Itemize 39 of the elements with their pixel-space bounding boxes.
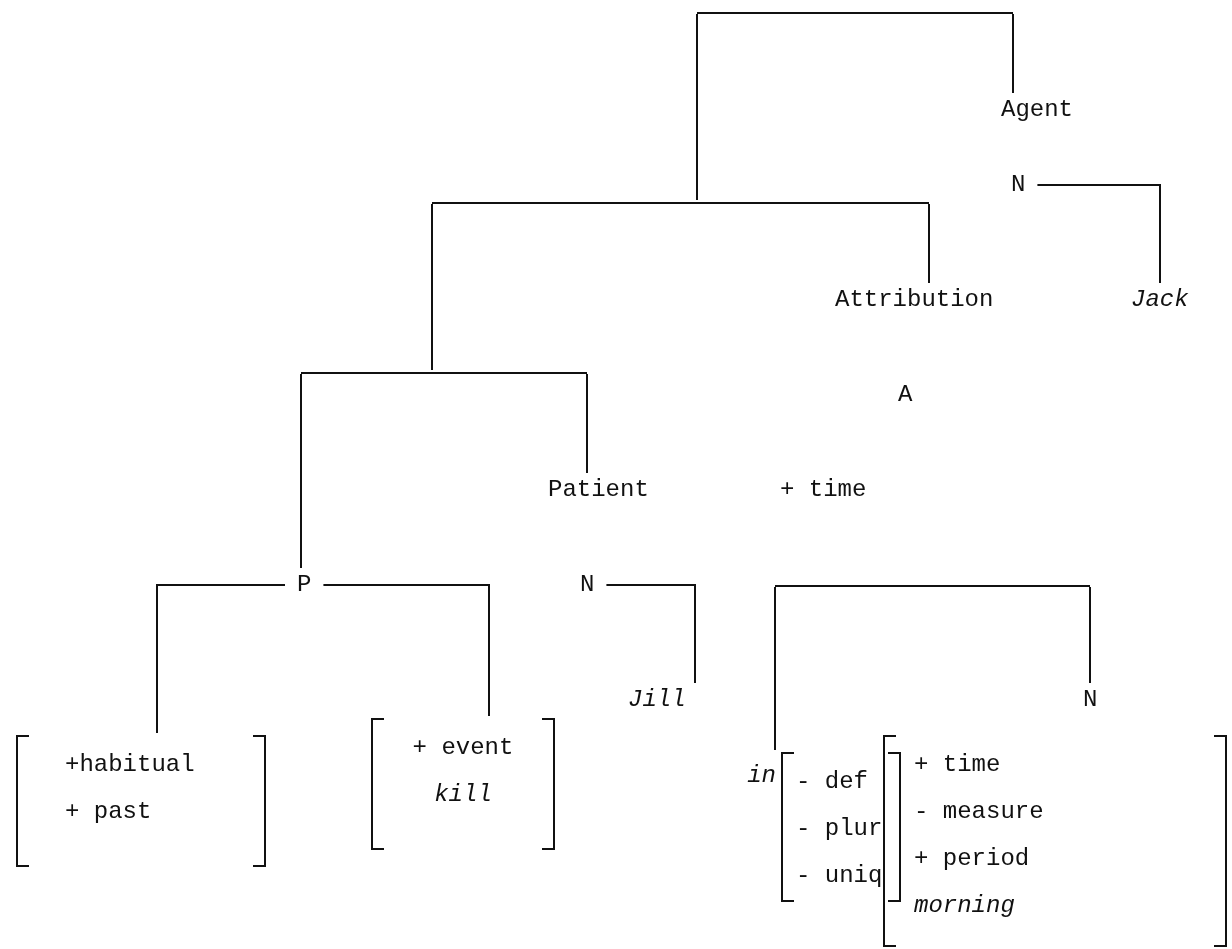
node-label: Jill [628, 685, 686, 715]
feature-label: + past [65, 798, 152, 825]
node-label: N [1011, 170, 1038, 200]
feature-label: kill [434, 781, 492, 808]
feature-label: + event [412, 734, 514, 761]
tree-line [605, 584, 696, 684]
node-label: Agent [1001, 95, 1073, 125]
branch-line [775, 585, 1090, 587]
node-label: P [285, 570, 324, 600]
tree-line [928, 203, 930, 284]
feature-label: - def [796, 768, 868, 795]
node-label: Attribution [835, 285, 994, 315]
preposition-label: in [747, 761, 777, 791]
feature-label: morning [914, 892, 1015, 919]
node-label: + time [780, 475, 867, 505]
tree-line [1089, 586, 1091, 684]
node-label: N [1083, 685, 1098, 715]
feature-label: +habitual [65, 751, 195, 778]
node-label: N [580, 570, 607, 600]
tree-line [156, 584, 286, 734]
node-label: Patient [548, 475, 649, 505]
feature-label: - measure [914, 798, 1044, 825]
feature-label: + period [914, 845, 1030, 872]
tree-line [300, 373, 302, 569]
feature-label: - plur [796, 815, 883, 842]
tree-line [1036, 184, 1161, 284]
tree-line [431, 203, 433, 371]
tree-line [774, 586, 776, 751]
node-label: A [898, 380, 913, 410]
tree-line [586, 373, 588, 474]
branch-line [432, 202, 929, 204]
tree-line [1012, 13, 1014, 94]
branch-line [697, 12, 1013, 14]
node-label: Jack [1131, 285, 1189, 315]
feature-label: - uniq [796, 862, 883, 889]
feature-label: + time [914, 751, 1001, 778]
tree-line [696, 13, 698, 201]
branch-line [301, 372, 587, 374]
tree-line [322, 584, 490, 717]
